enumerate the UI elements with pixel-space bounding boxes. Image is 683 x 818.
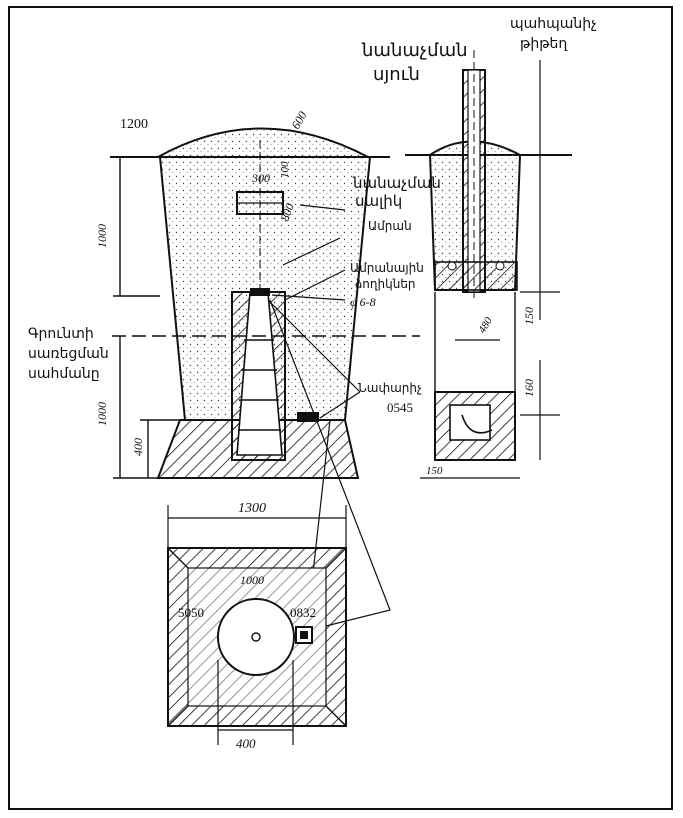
code-1200: 1200	[120, 117, 148, 132]
sign-post-label-top: նանաչման	[361, 40, 468, 61]
plan-view	[167, 547, 347, 727]
rod-spec: φ 6-8	[350, 295, 376, 309]
dim-400-plan: 400	[236, 736, 256, 751]
dim-100: 100	[279, 161, 291, 178]
dim-1000-upper: 1000	[95, 224, 109, 248]
dim-600: 600	[288, 109, 309, 132]
dim-1000-plan: 1000	[240, 573, 264, 587]
annotations: նանաչման սյուն պահպանիչ թիթեղ 1200 նանաչ…	[28, 16, 597, 751]
frost-line-label-3: սահմանը	[28, 366, 100, 382]
earth-mound	[154, 127, 369, 158]
sign-post	[462, 50, 486, 300]
lock-element	[297, 412, 319, 422]
marker-plate-label-bottom: սալիկ	[355, 192, 402, 210]
marker-post	[231, 288, 286, 461]
code-0545: 0545	[387, 400, 413, 415]
dim-1300: 1300	[238, 501, 266, 516]
dim-150-bottom: 150	[426, 465, 443, 477]
sign-post-label-bottom: սյուն	[373, 64, 420, 85]
right-anchor-row	[434, 261, 518, 291]
dim-150-side: 150	[522, 307, 536, 325]
anchor-rods-label-top: Ամրանային	[350, 261, 424, 275]
dim-800: 800	[278, 201, 297, 223]
left-dimensions	[113, 157, 185, 479]
drawing-frame	[8, 6, 673, 810]
guard-plate-label-bottom: թիթեղ	[520, 36, 568, 52]
dim-160: 160	[522, 379, 536, 397]
code-5050: 5050	[178, 605, 204, 620]
right-dimensions	[420, 60, 560, 479]
right-base	[434, 292, 516, 461]
guard-plate-label-top: պահպանիչ	[510, 16, 597, 32]
marker-plate-label-top: նանաչման	[352, 174, 441, 192]
lock-label: Նափարիչ	[358, 381, 422, 395]
anchor-label: Ամրան	[368, 219, 412, 233]
dim-400-side: 400	[131, 438, 145, 456]
dim-300: 300	[251, 171, 270, 185]
plan-dimensions	[167, 505, 347, 745]
code-0832: 0832	[290, 605, 316, 620]
frost-line-label-1: Գրունտի	[28, 326, 94, 342]
frost-line-label-2: սառեցման	[28, 346, 109, 362]
dim-480: 480	[476, 315, 495, 336]
dim-1000-lower: 1000	[95, 402, 109, 426]
anchor-rods-label-bottom: ձողիկներ	[355, 277, 416, 291]
